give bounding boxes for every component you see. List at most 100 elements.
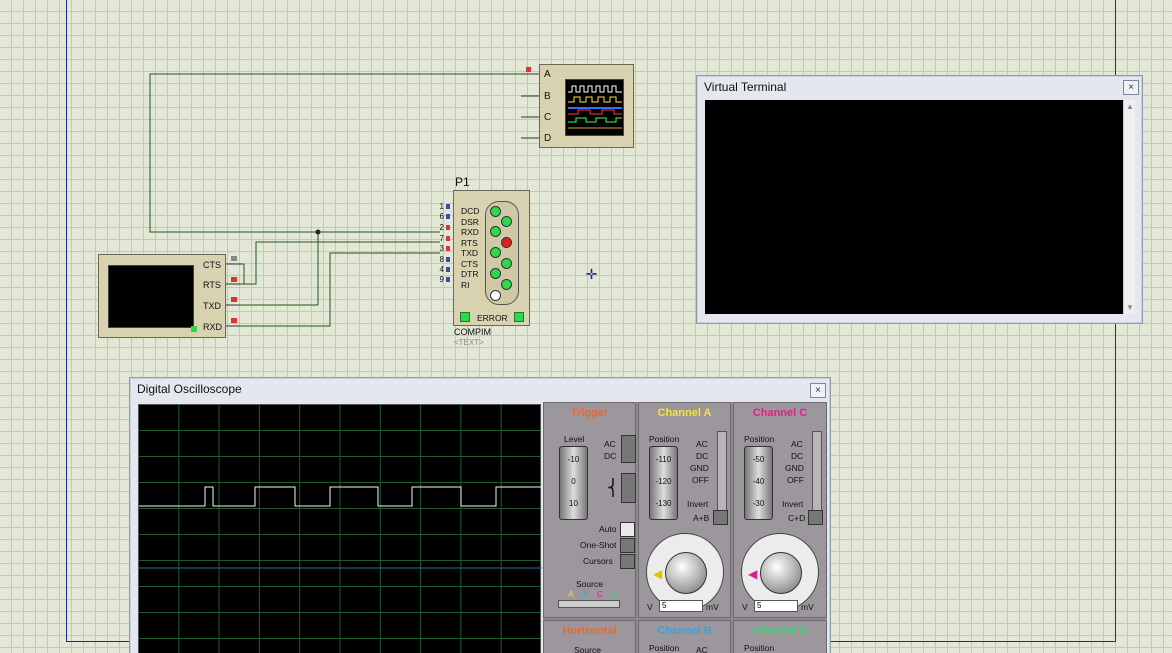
digital-oscilloscope-window[interactable]: Digital Oscilloscope × Trigger Level -10… [129,377,831,653]
terminal-pin-rts-marker [231,277,237,282]
channel-c-volts-field[interactable]: 5 [754,600,798,612]
trigger-source-slider[interactable] [558,600,620,608]
oscilloscope-close-button[interactable]: × [810,383,826,398]
channel-c-section: Channel C Position -50 -40 -30 AC DC GND… [733,402,827,618]
channel-c-combine-button[interactable] [808,510,823,525]
channel-a-position-label: Position [649,434,680,444]
terminal-pin-txd: TXD [203,301,221,311]
channel-b-section: Channel B Position AC [638,620,731,653]
compim-pin-1: 1 [439,202,444,211]
channel-a-volts-knob[interactable]: ◀ [646,533,724,611]
channel-c-coupling-switch[interactable] [812,431,822,511]
compim-signal-rts: RTS [461,238,478,248]
trigger-level-dial[interactable]: -10 0 10 [559,446,588,520]
compim-pin-3: 3 [439,244,444,253]
channel-c-unit-v: V [742,602,748,612]
channel-a-ac: AC [696,439,708,449]
led-dcd [490,206,501,217]
compim-name-label: COMPIM [454,327,491,337]
channel-d-section: Channel D Position [733,620,827,653]
channel-a-dial-top: -110 [655,455,672,464]
channel-d-title: Channel D [752,625,808,637]
channel-a-section: Channel A Position -110 -120 -130 AC DC … [638,402,731,618]
channel-c-dial-top: -50 [752,455,765,464]
channel-c-position-dial[interactable]: -50 -40 -30 [744,446,773,520]
channel-b-ac: AC [696,645,708,653]
compim-pin-4: 4 [439,265,444,274]
wire-rxd [226,252,440,327]
channel-c-off: OFF [787,475,804,485]
compim-error-label: ERROR [477,313,508,323]
channel-a-dial-bottom: -130 [655,499,672,508]
channel-b-title: Channel B [657,625,712,637]
compim-pin-9: 9 [439,275,444,284]
channel-a-invert-label: Invert [687,499,709,509]
virtual-terminal-scrollbar[interactable]: ▲ ▼ [1123,100,1135,314]
terminal-pin-rxd: RXD [203,322,223,332]
channel-a-combine-label: A+B [693,513,710,523]
virtual-terminal-screen[interactable] [705,100,1123,314]
trigger-dial-top: -10 [567,455,580,464]
channel-c-dial-bottom: -30 [752,499,765,508]
channel-c-volts-knob[interactable]: ◀ [741,533,819,611]
channel-c-position-label: Position [744,434,775,444]
compim-signal-ri: RI [461,280,470,290]
horizontal-source-label: Source [574,645,601,653]
la-pin-b: B [544,91,551,102]
channel-a-position-dial[interactable]: -110 -120 -130 [649,446,678,520]
compim-text-label: <TEXT> [454,338,484,347]
trigger-auto-button[interactable] [620,522,635,537]
trigger-source-c[interactable]: C [597,589,604,599]
virtual-terminal-component[interactable]: CTS RTS TXD RXD [98,254,226,338]
virtual-terminal-window[interactable]: Virtual Terminal × ▲ ▼ [696,75,1143,324]
scroll-down-icon[interactable]: ▼ [1126,303,1134,312]
led-ri [501,279,512,290]
channel-c-invert-label: Invert [782,499,804,509]
compim-ref-label: P1 [455,175,470,189]
terminal-symbol-screen [108,265,197,332]
compim-signal-dsr: DSR [461,217,479,227]
led-rts [501,237,512,248]
scroll-up-icon[interactable]: ▲ [1126,102,1134,111]
virtual-terminal-close-button[interactable]: × [1123,80,1139,95]
wire-a-rxd [149,73,530,233]
compim-signal-cts: CTS [461,259,478,269]
trigger-source-b[interactable]: B [583,589,589,599]
la-preview-screen [565,79,624,136]
trigger-auto-label: Auto [599,524,617,534]
wire-rts [226,241,440,285]
trigger-edge-icon: ⎨ [607,480,619,497]
compim-pin-8: 8 [439,255,444,264]
led-txd [490,247,501,258]
compim-pin-2: 2 [439,223,444,232]
trigger-oneshot-button[interactable] [620,538,635,553]
channel-c-ac: AC [791,439,803,449]
logic-analyser-component[interactable]: A B C D [539,64,634,148]
terminal-pin-rxd-marker [231,318,237,323]
trigger-cursors-button[interactable] [620,554,635,569]
trigger-coupling-switch[interactable] [621,435,636,463]
compim-signal-dtr: DTR [461,269,479,279]
horizontal-section: Horizontal Source [543,620,636,653]
channel-c-gnd: GND [785,463,804,473]
channel-c-dc: DC [791,451,804,461]
la-pin-a: A [544,69,551,80]
channel-c-knob-pointer-icon: ◀ [748,567,758,581]
channel-a-volts-field[interactable]: 5 [659,600,703,612]
db9-connector-icon [485,201,519,305]
channel-b-position-label: Position [649,643,680,653]
terminal-led [191,326,197,332]
compim-pin-6: 6 [439,212,444,221]
trigger-edge-switch[interactable] [621,473,636,503]
trigger-source-a[interactable]: A [568,589,574,599]
channel-a-title: Channel A [657,407,712,419]
compim-component[interactable]: DCD DSR RXD RTS TXD CTS DTR RI ERROR [453,190,530,326]
terminal-pin-txd-marker [231,297,237,302]
channel-a-combine-button[interactable] [713,510,728,525]
trigger-source-d[interactable]: D [611,589,618,599]
trigger-title: Trigger [570,407,609,419]
channel-a-knob-pointer-icon: ◀ [653,567,663,581]
trigger-oneshot-label: One-Shot [580,540,617,550]
channel-a-coupling-switch[interactable] [717,431,727,511]
led-dsr [501,216,512,227]
